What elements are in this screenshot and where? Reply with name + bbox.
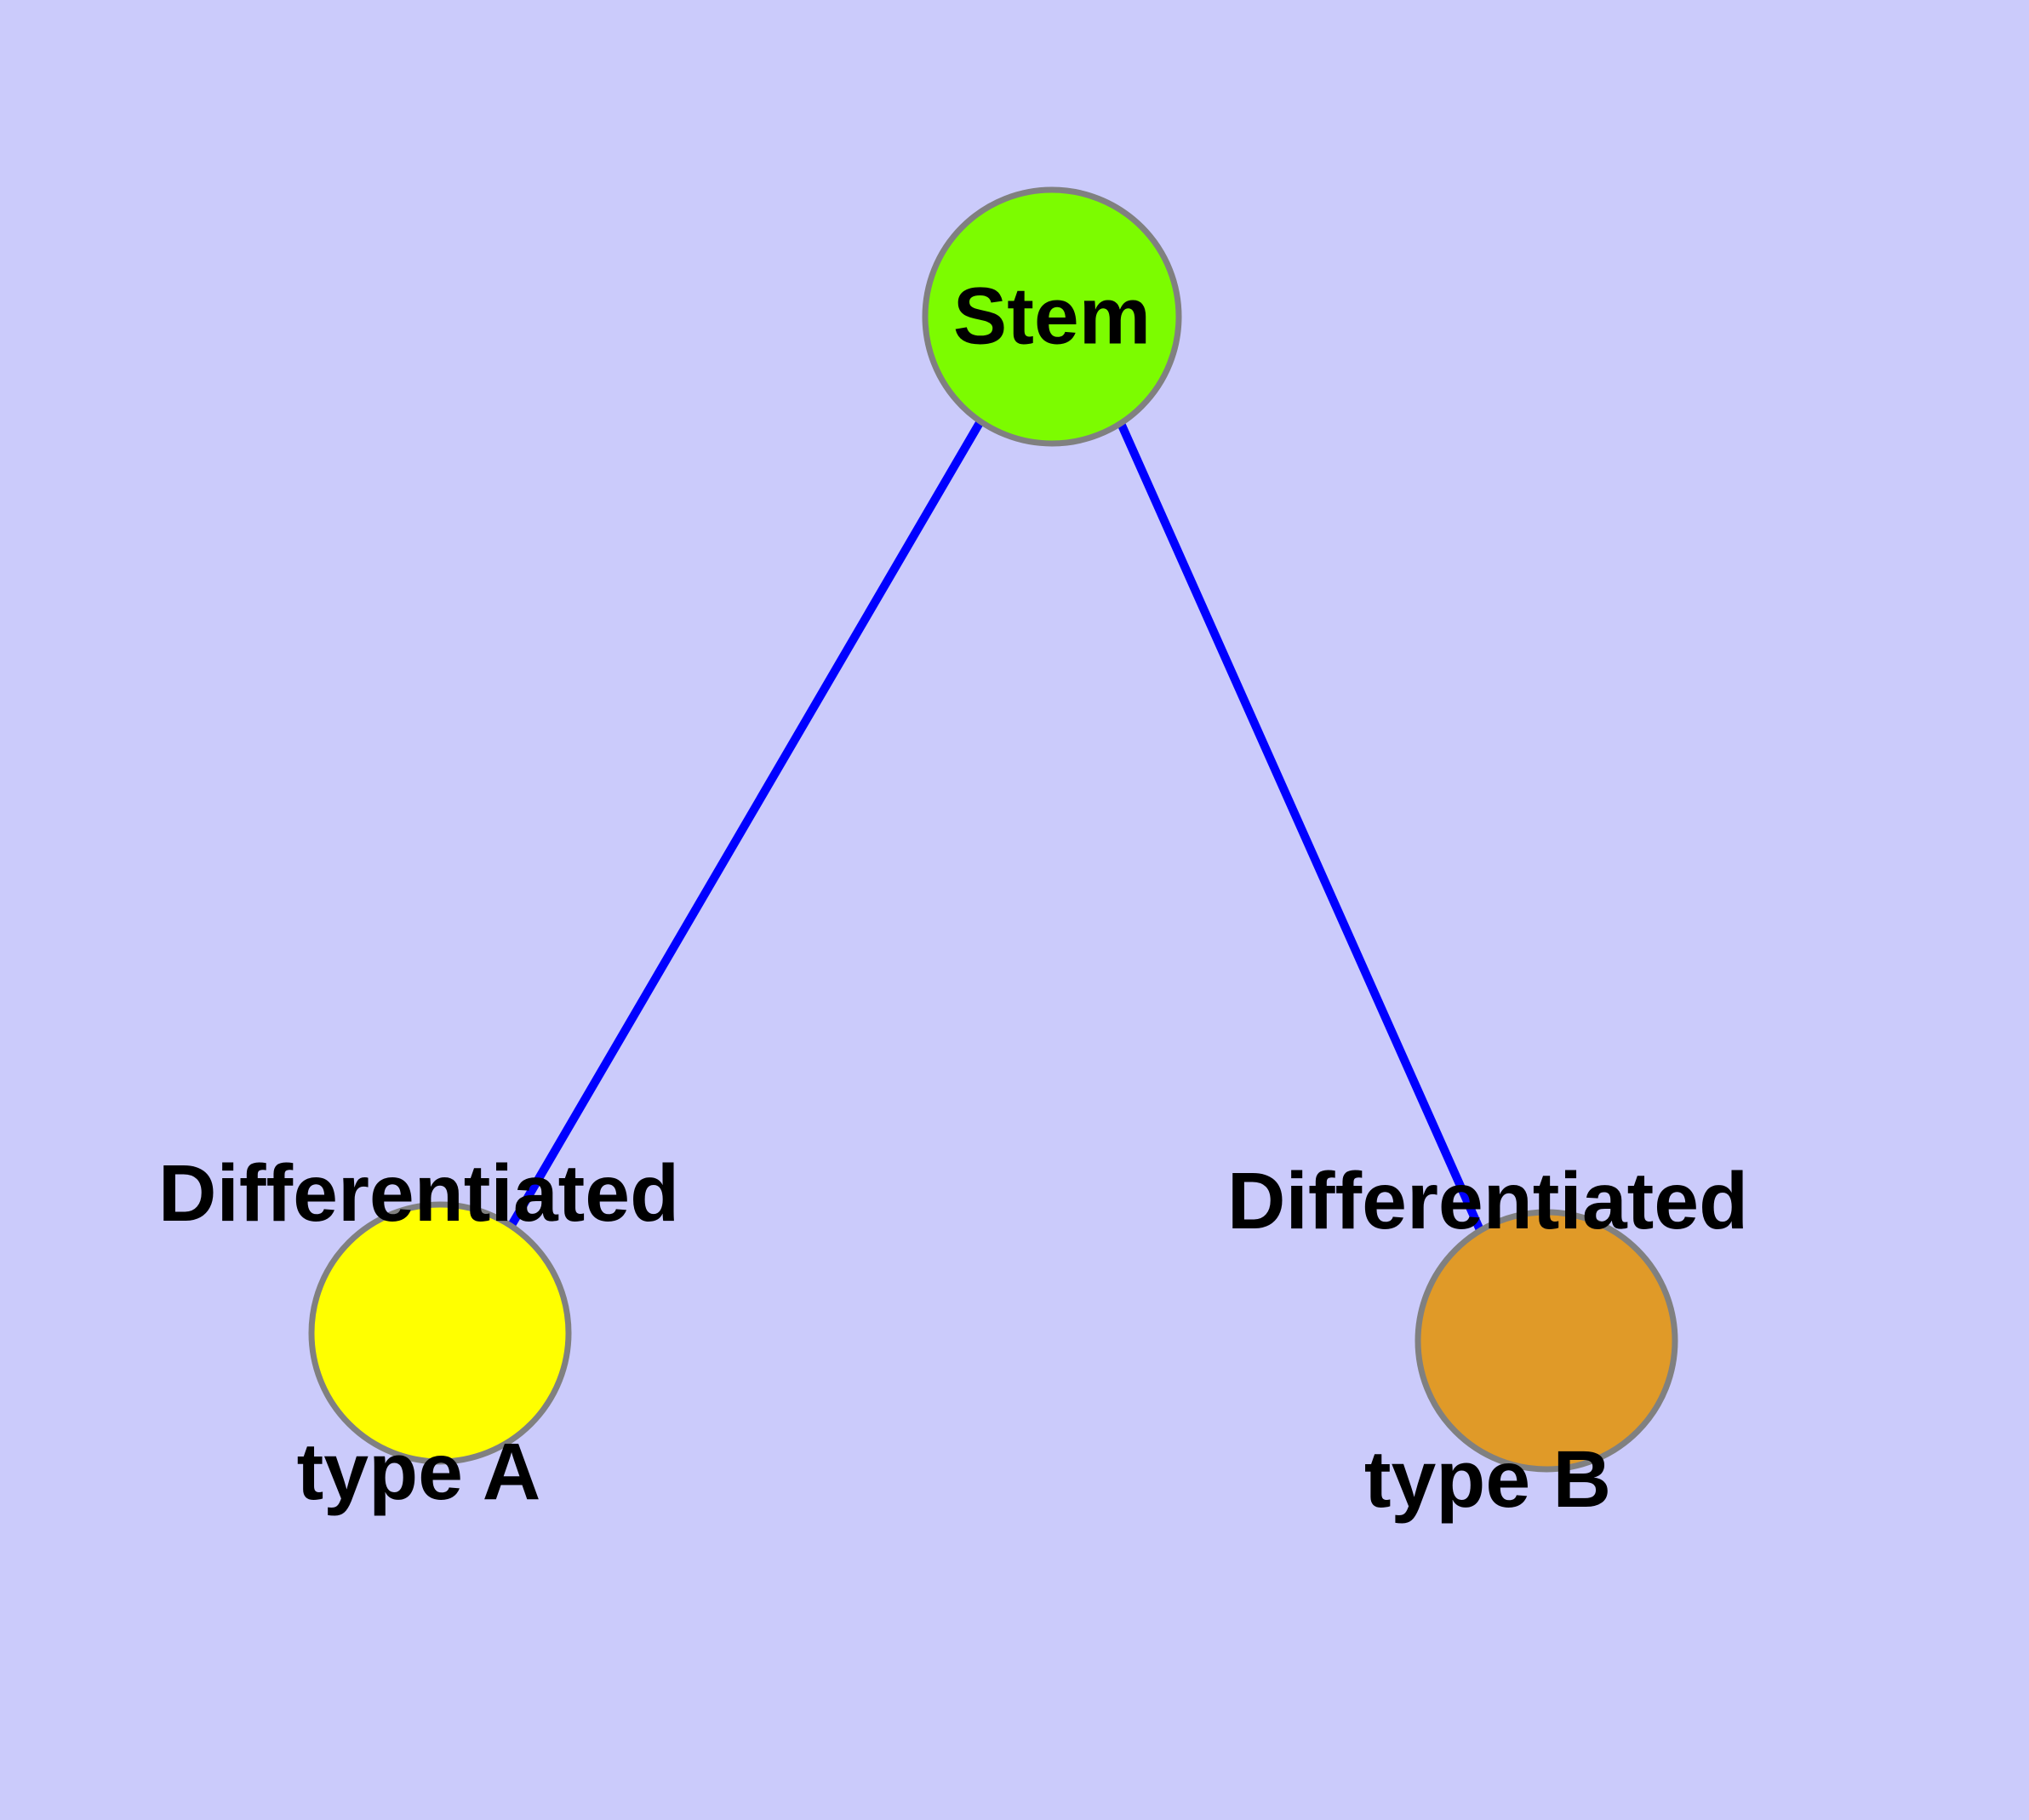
edge-layer <box>506 419 1484 1233</box>
node-diff-type-a[interactable] <box>308 1201 572 1465</box>
node-stem[interactable] <box>922 186 1182 447</box>
edge-stem-to-type-a <box>506 419 985 1229</box>
node-layer <box>308 186 1678 1473</box>
node-diff-type-b[interactable] <box>1415 1209 1678 1473</box>
edge-stem-to-type-b <box>1116 419 1484 1233</box>
